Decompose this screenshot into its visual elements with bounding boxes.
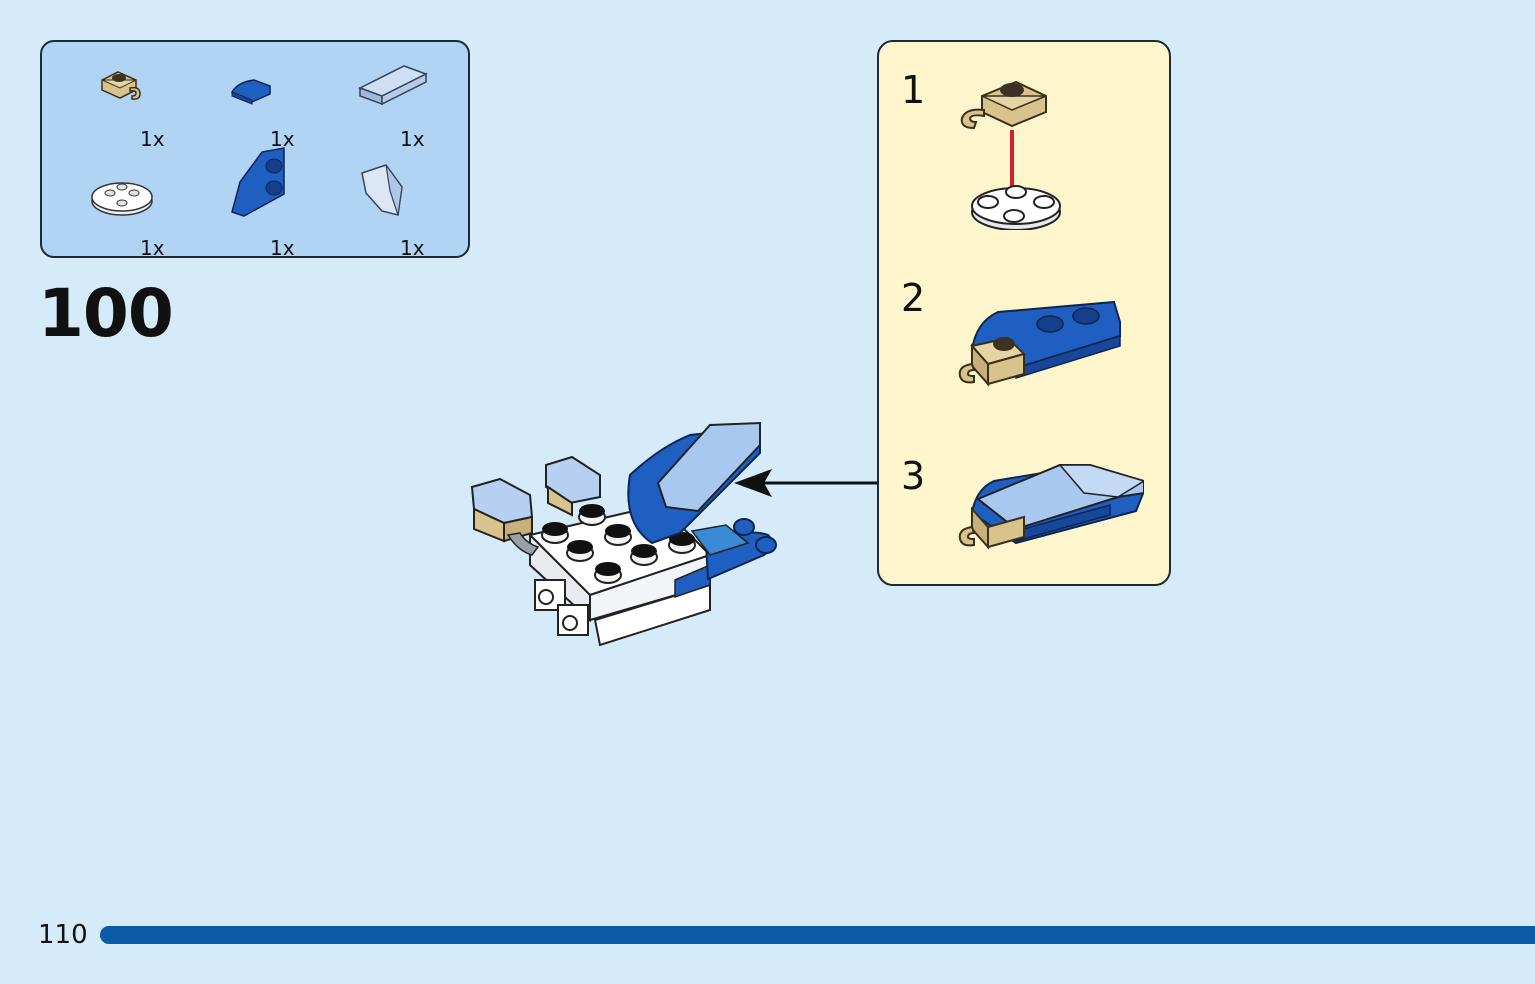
part-quantity: 1x xyxy=(140,236,165,260)
part-item: 1x xyxy=(342,58,452,158)
white-round-plate-icon xyxy=(91,182,153,216)
part-item: 1x xyxy=(212,142,322,259)
part-quantity: 1x xyxy=(270,236,295,260)
parts-list-box: 1x 1x 1x 1x xyxy=(40,40,470,260)
substep-2-illustration xyxy=(958,300,1121,387)
part-item: 1x xyxy=(82,167,192,267)
substep-number: 2 xyxy=(901,276,926,320)
progress-bar xyxy=(100,926,1535,944)
substep-number: 3 xyxy=(901,454,926,498)
step-number: 100 xyxy=(38,275,174,352)
part-quantity: 1x xyxy=(140,127,165,151)
tan-clip-plate-icon xyxy=(101,71,141,100)
substep-3-illustration xyxy=(958,464,1144,550)
part-quantity: 1x xyxy=(270,127,295,151)
part-item: 1x xyxy=(342,157,452,260)
part-quantity: 1x xyxy=(400,236,425,260)
substep-number: 1 xyxy=(901,68,926,112)
part-item: 1x xyxy=(212,58,322,158)
part-item: 1x xyxy=(82,58,192,158)
blue-wedge-plate-icon xyxy=(231,147,285,217)
model-assembly-illustration xyxy=(470,421,777,647)
light-blue-tile-icon xyxy=(358,65,428,106)
page-number: 110 xyxy=(38,920,88,950)
light-blue-slope-icon xyxy=(361,164,403,216)
callout-arrow xyxy=(734,469,878,497)
substep-1-illustration xyxy=(960,80,1061,230)
substeps-callout-box: 1 2 3 xyxy=(877,40,1171,586)
blue-slope-tile-icon xyxy=(230,79,271,105)
part-quantity: 1x xyxy=(400,127,425,151)
